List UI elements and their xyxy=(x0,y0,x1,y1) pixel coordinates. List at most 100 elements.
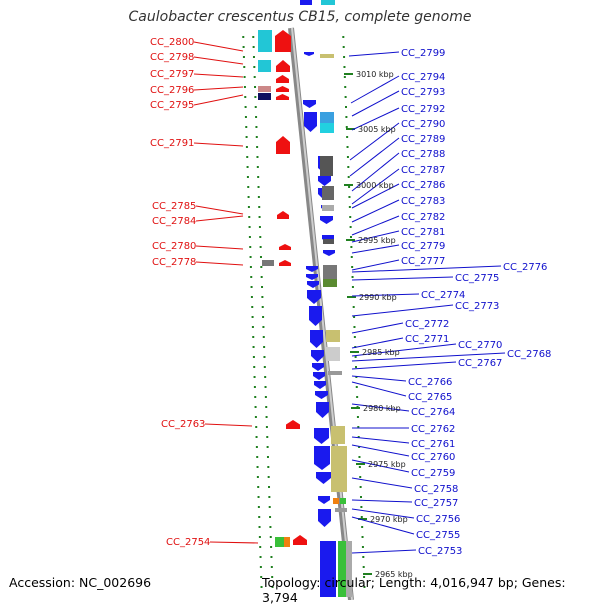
ruler-tick-left-inner xyxy=(260,266,263,268)
ruler-tick-left-inner xyxy=(254,96,257,98)
ruler-tick-left-outer xyxy=(252,336,255,338)
right-label-leader xyxy=(351,499,413,503)
cds-box-dark xyxy=(322,186,334,200)
reverse-gene xyxy=(316,472,331,484)
ruler-tick-left-outer xyxy=(258,526,261,528)
ruler-tick-left-inner xyxy=(269,526,272,528)
ruler-tick-left-outer xyxy=(258,516,261,518)
ruler-tick-right xyxy=(351,286,354,288)
right-gene-label: CC_2799 xyxy=(401,48,445,59)
position-label: 2965 kbp xyxy=(375,570,413,579)
left-label-leader xyxy=(193,94,244,106)
left-label-leader xyxy=(193,142,244,147)
left-gene-label: CC_2796 xyxy=(150,85,194,96)
ruler-tick-left-inner xyxy=(253,76,256,78)
ruler-tick-left-outer xyxy=(255,446,258,448)
ruler-tick-left-inner xyxy=(268,506,271,508)
right-label-leader xyxy=(351,508,415,519)
ruler-tick-left-inner xyxy=(259,246,262,248)
ruler-tick-left-inner xyxy=(255,116,258,118)
ruler-tick-left-inner xyxy=(261,286,264,288)
left-gene-label: CC_2795 xyxy=(150,100,194,111)
right-label-leader xyxy=(348,51,400,57)
ruler-tick-right xyxy=(343,66,346,68)
forward-gene xyxy=(276,60,290,72)
ruler-tick-left-outer xyxy=(260,576,263,578)
right-label-leader xyxy=(351,459,410,473)
ruler-tick-right xyxy=(349,216,352,218)
position-label: 3005 kbp xyxy=(358,125,396,134)
ruler-tick-left-outer xyxy=(245,146,248,148)
cds-box-lightgrey xyxy=(326,347,340,361)
ruler-tick-right xyxy=(342,36,345,38)
ruler-tick-left-inner xyxy=(268,496,271,498)
left-label-leader xyxy=(195,205,244,215)
right-label-leader xyxy=(351,90,400,117)
right-gene-label: CC_2783 xyxy=(401,196,445,207)
ruler-tick-left-outer xyxy=(247,206,250,208)
right-label-leader xyxy=(351,183,400,209)
ruler-tick-left-inner xyxy=(269,516,272,518)
ruler-tick-left-inner xyxy=(255,136,258,138)
ruler-tick-left-outer xyxy=(248,216,251,218)
cds-box-green xyxy=(338,541,346,597)
ruler-tick-left-inner xyxy=(271,586,274,588)
left-gene-label: CC_2754 xyxy=(166,537,210,548)
right-gene-label: CC_2776 xyxy=(503,262,547,273)
right-label-leader xyxy=(351,352,506,362)
reverse-gene xyxy=(303,100,316,108)
left-gene-label: CC_2763 xyxy=(161,419,205,430)
ruler-tick-right xyxy=(359,486,362,488)
ruler-tick-left-inner xyxy=(258,226,261,228)
ruler-tick-right xyxy=(350,236,352,238)
ruler-tick-left-inner xyxy=(264,376,267,378)
ruler-tick-left-outer xyxy=(245,126,248,128)
right-label-leader xyxy=(351,361,457,370)
ruler-tick-left-outer xyxy=(243,76,246,78)
ruler-tick-left-outer xyxy=(259,546,262,548)
right-label-leader xyxy=(351,322,404,334)
ruler-tick-left-outer xyxy=(247,196,250,198)
right-gene-label: CC_2787 xyxy=(401,165,445,176)
ruler-tick-right xyxy=(345,126,348,128)
gene-glyphs xyxy=(258,0,352,597)
ruler-tick-left-outer xyxy=(246,156,249,158)
right-gene-label: CC_2768 xyxy=(507,349,551,360)
reverse-gene xyxy=(315,391,328,399)
ruler-tick-right xyxy=(358,446,361,448)
ruler-tick-left-outer xyxy=(257,496,260,498)
right-gene-label: CC_2756 xyxy=(416,514,460,525)
genome-title: Caulobacter crescentus CB15, complete ge… xyxy=(128,9,472,25)
right-label-leader xyxy=(351,436,410,444)
accession-text: Accession: NC_002696 xyxy=(9,575,152,590)
right-label-leader xyxy=(351,403,410,412)
right-gene-label: CC_2775 xyxy=(455,273,499,284)
ruler-tick-left-outer xyxy=(249,256,252,258)
ruler-tick-left-outer xyxy=(250,286,253,288)
forward-gene xyxy=(286,420,300,429)
cds-box-grey xyxy=(335,508,347,512)
ruler-tick-left-outer xyxy=(257,506,260,508)
ruler-tick-left-inner xyxy=(256,156,259,158)
ruler-tick-right xyxy=(346,146,349,148)
left-gene-label: CC_2784 xyxy=(152,216,196,227)
ruler-tick-left-inner xyxy=(262,336,265,338)
right-label-leader xyxy=(351,293,420,297)
ruler-tick-left-inner xyxy=(261,306,264,308)
gene-labels: CC_2800CC_2798CC_2797CC_2796CC_2795CC_27… xyxy=(150,37,551,557)
cds-box-grey xyxy=(262,260,274,266)
right-label-leader xyxy=(351,375,407,382)
reverse-gene xyxy=(323,250,335,256)
position-label: 2970 kbp xyxy=(370,515,408,524)
right-gene-label: CC_2755 xyxy=(416,530,460,541)
right-label-leader xyxy=(351,152,400,192)
ruler-tick-left-outer xyxy=(254,416,257,418)
reverse-gene xyxy=(318,509,331,527)
ruler-tick-right xyxy=(355,376,358,378)
ruler-tick-right xyxy=(346,156,349,158)
cds-box-cyan xyxy=(258,60,271,72)
ruler-tick-right xyxy=(362,556,365,558)
ruler-tick-left-outer xyxy=(256,456,259,458)
left-label-leader xyxy=(193,73,244,78)
ruler-tick-left-outer xyxy=(249,266,252,268)
